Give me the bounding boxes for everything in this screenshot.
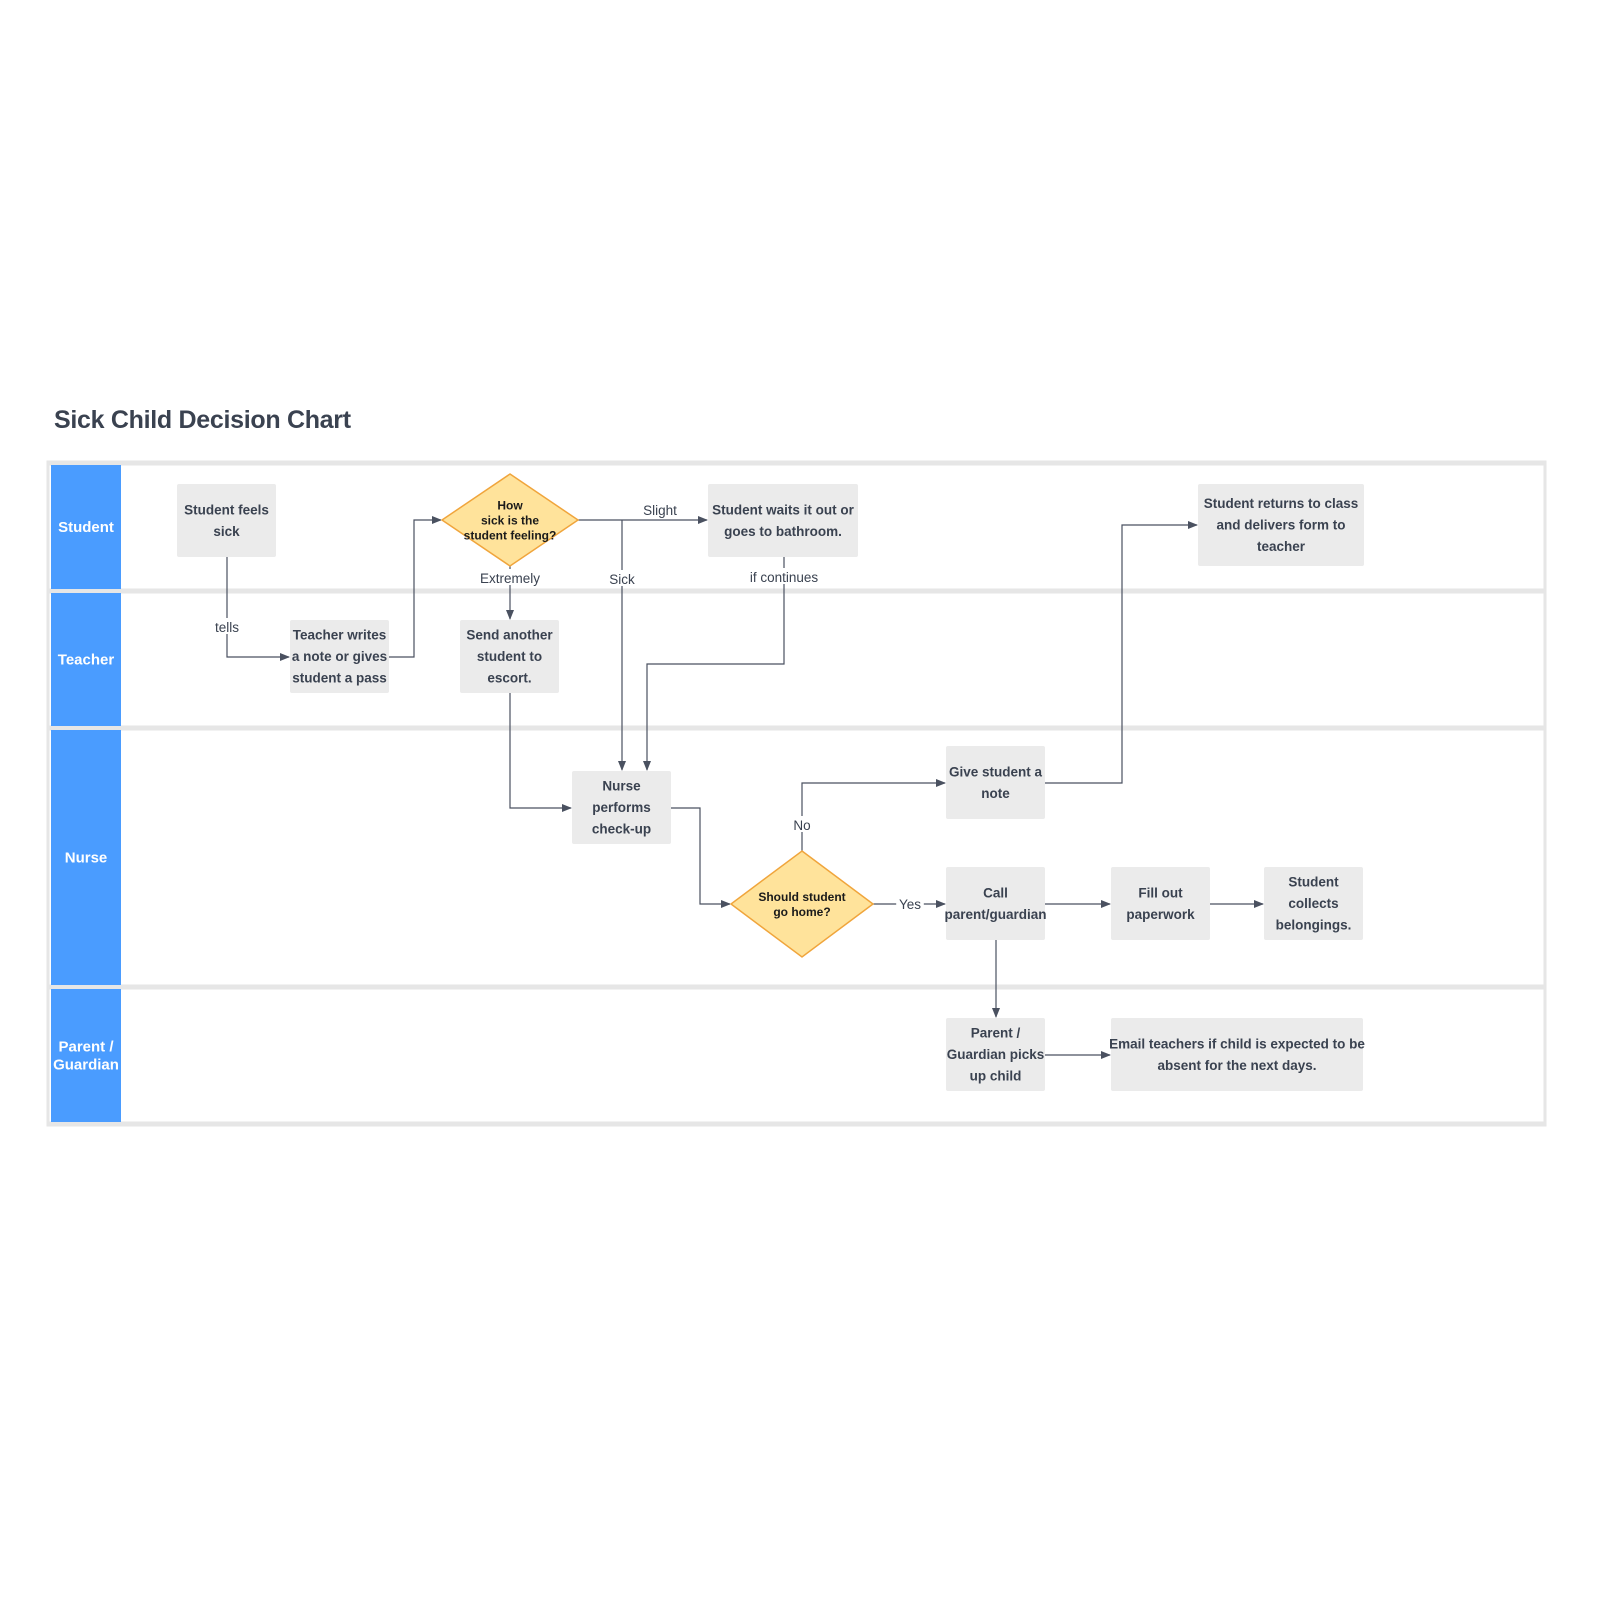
chart-title: Sick Child Decision Chart	[54, 406, 351, 434]
process-box[interactable]	[1111, 867, 1210, 940]
lane-body	[46, 590, 1547, 729]
edge-label-bg	[604, 570, 640, 586]
edge-label-group: Sick	[604, 570, 640, 587]
lane-parent: Parent /Guardian	[46, 986, 1547, 1125]
process-box[interactable]	[1264, 867, 1363, 940]
edge-label: Yes	[899, 897, 921, 912]
edge-label-bg	[896, 895, 924, 911]
edge-waits-out-to-checkup	[643, 557, 785, 771]
process-box[interactable]	[946, 867, 1045, 940]
edge-label-bg	[474, 569, 546, 585]
process-box[interactable]	[177, 484, 276, 557]
edge-label: No	[793, 818, 810, 833]
edge-label: Extremely	[480, 571, 540, 586]
node-label: Email teachers if child is expected to b…	[1109, 1036, 1365, 1073]
process-box[interactable]	[946, 746, 1045, 819]
edge-checkup-to-go-home	[671, 807, 731, 908]
decision-diamond[interactable]	[440, 473, 580, 567]
lane-label: Parent /Guardian	[53, 1039, 119, 1074]
edge-writes-note-to-how-sick	[389, 516, 442, 658]
edge-label-group: Slight	[635, 501, 685, 518]
edge-label-group: No	[791, 816, 813, 833]
lane-label: Nurse	[65, 850, 108, 867]
lane-header	[51, 730, 121, 985]
process-box[interactable]	[1198, 484, 1364, 566]
edge-label-group: Yes	[896, 895, 924, 912]
edge-send-escort-to-checkup	[509, 693, 572, 812]
lane-teacher: Teacher	[46, 590, 1547, 729]
edge-label: if continues	[750, 570, 819, 585]
edge-label-group: Extremely	[474, 569, 546, 586]
lane-label: Student	[58, 519, 114, 536]
edge-label-bg	[737, 568, 831, 584]
lane-body	[46, 986, 1547, 1125]
edge-label-bg	[206, 618, 248, 634]
node-email[interactable]: Email teachers if child is expected to b…	[1109, 1018, 1365, 1091]
edge-label-bg	[635, 501, 685, 517]
edge-label: tells	[215, 620, 239, 635]
edge-label: Sick	[609, 572, 635, 587]
process-box[interactable]	[946, 1018, 1045, 1091]
lane-header	[51, 593, 121, 726]
edge-label-bg	[791, 816, 813, 832]
process-box[interactable]	[572, 771, 671, 844]
edge-label: Slight	[643, 503, 677, 518]
process-box[interactable]	[290, 620, 389, 693]
lane-header	[51, 465, 121, 589]
edge-give-note-to-returns-class	[1045, 521, 1198, 784]
edge-label-group: tells	[206, 618, 248, 635]
lane-label: Teacher	[58, 652, 115, 669]
process-box[interactable]	[708, 484, 858, 557]
process-box[interactable]	[460, 620, 559, 693]
lane-header	[51, 989, 121, 1122]
decision-diamond[interactable]	[729, 850, 875, 958]
edge-label-group: if continues	[737, 568, 831, 585]
process-box[interactable]	[1111, 1018, 1363, 1091]
edge-feels-sick-to-writes-note	[226, 557, 290, 661]
